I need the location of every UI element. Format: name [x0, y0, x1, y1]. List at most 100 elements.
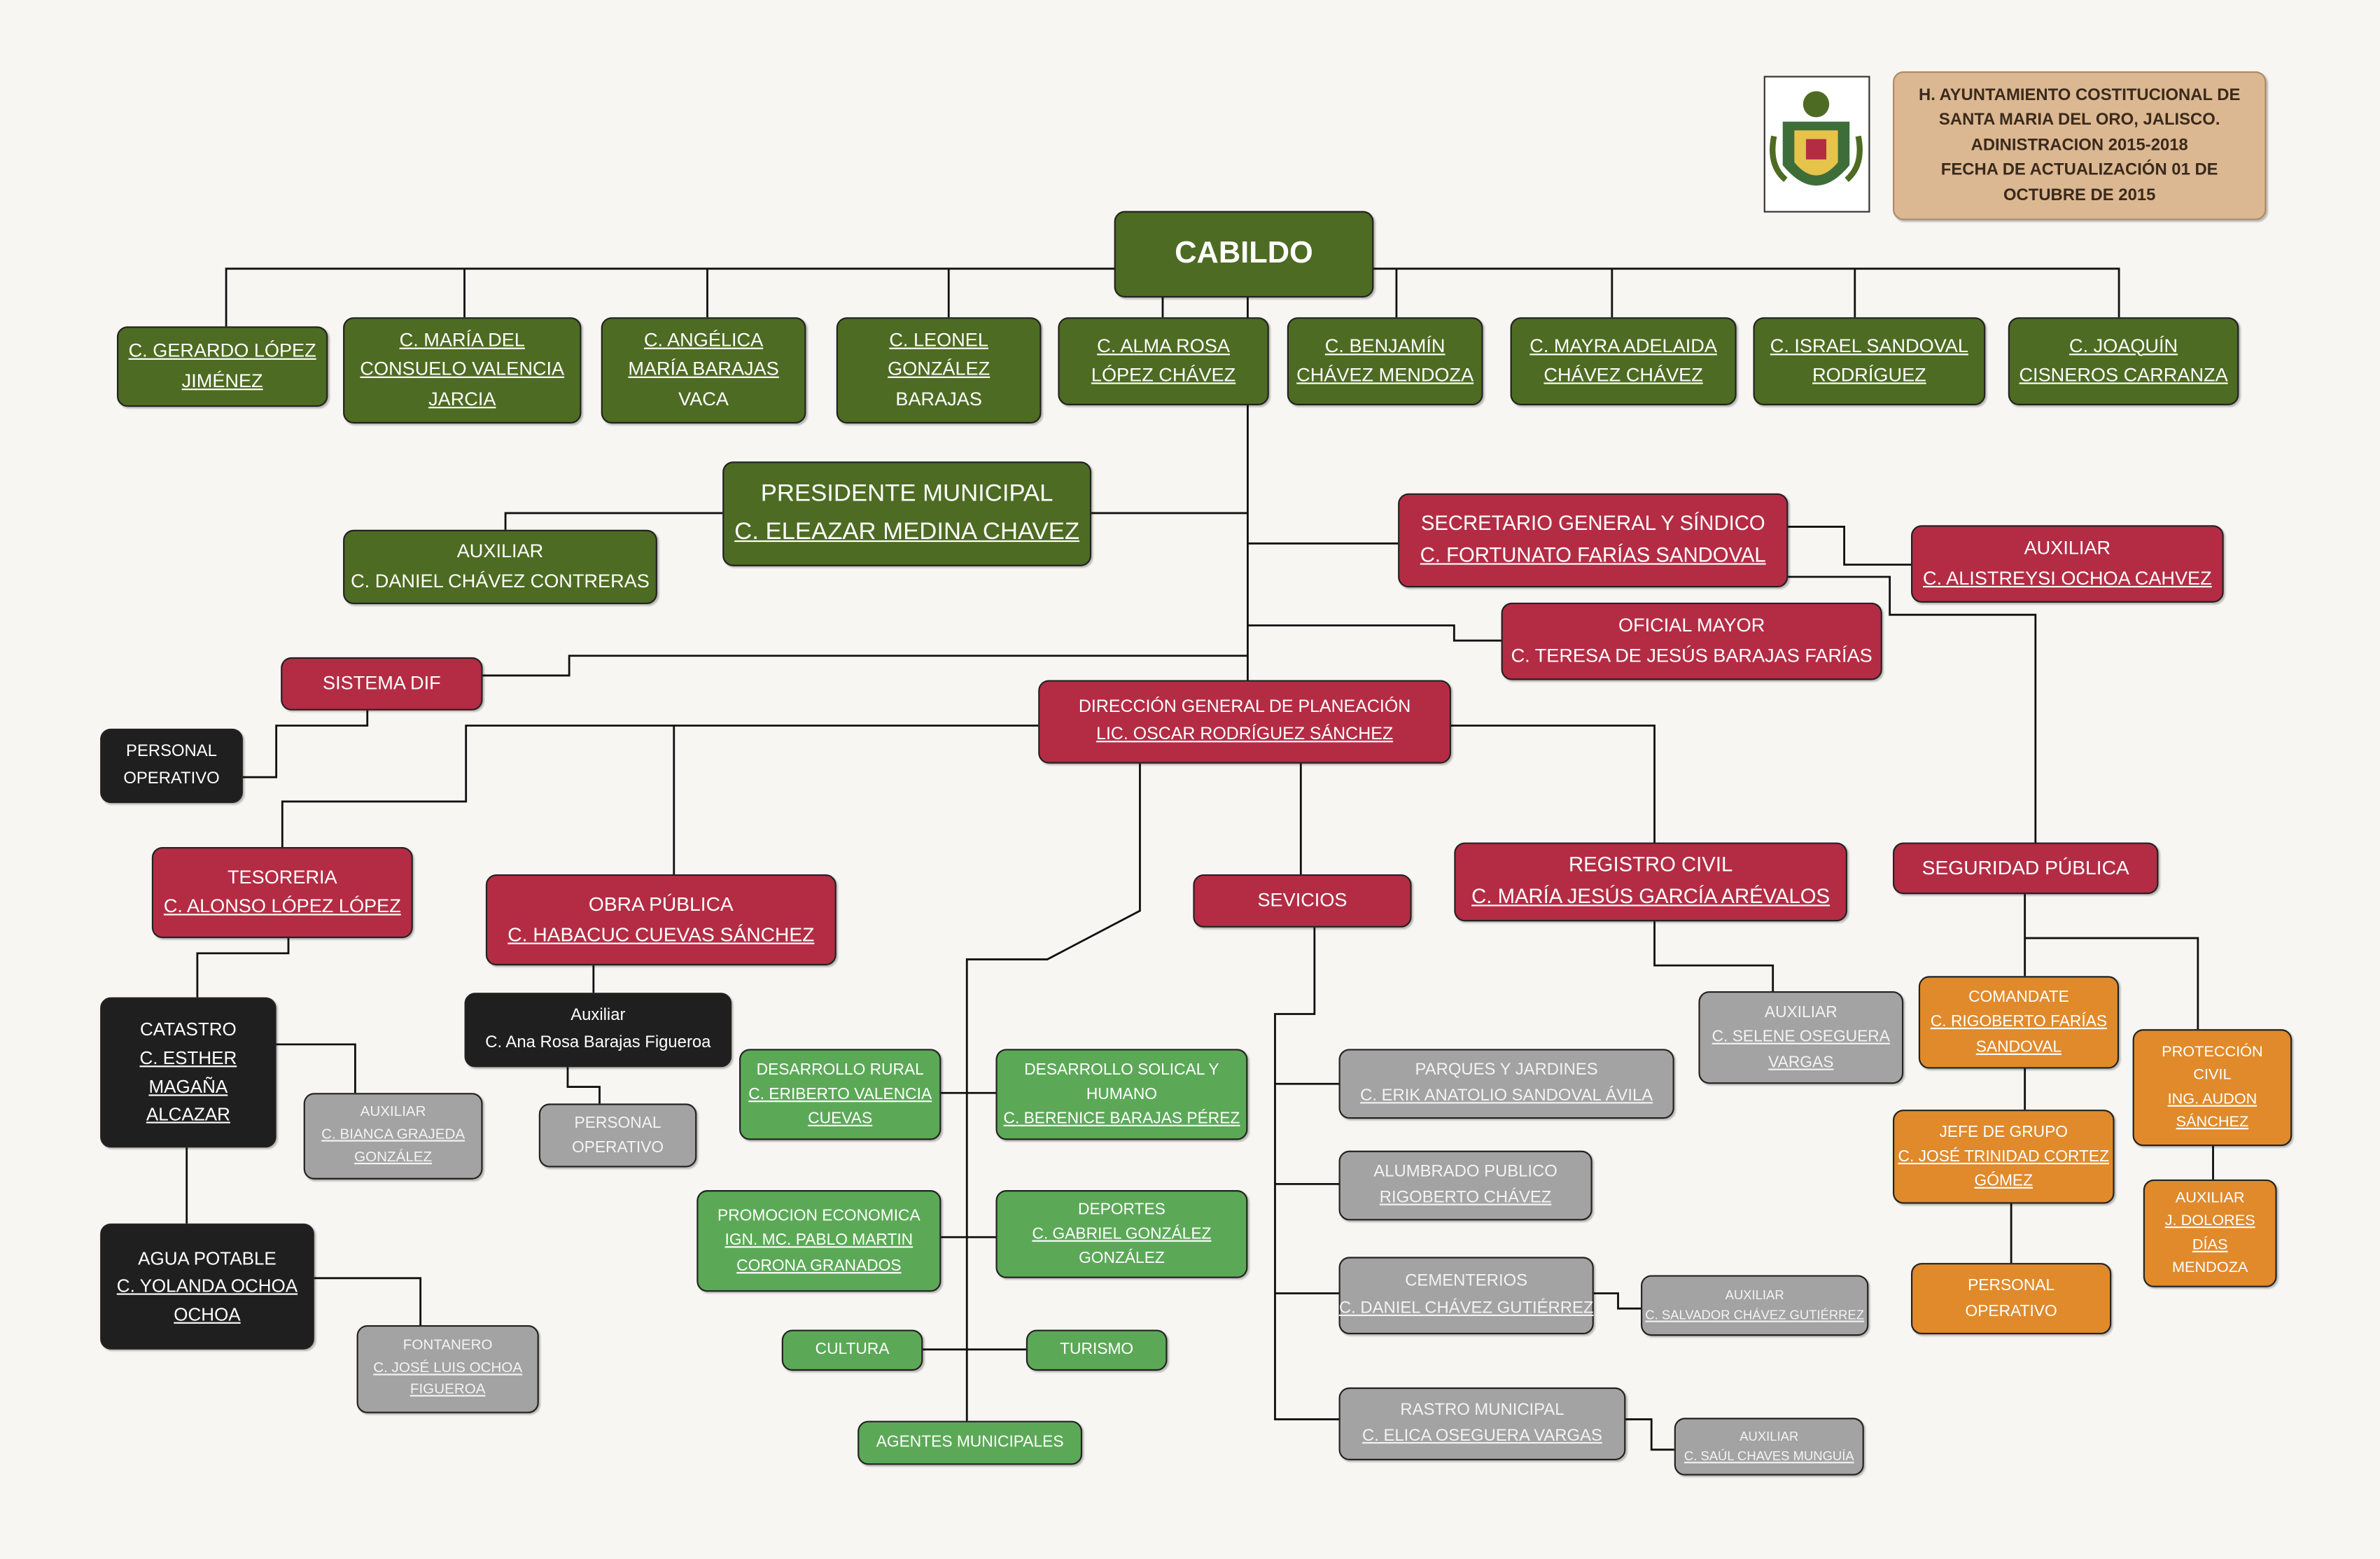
box-line: C. ELICA OSEGUERA VARGAS [1362, 1427, 1602, 1446]
box-title: PROMOCION ECONOMICA [718, 1207, 920, 1226]
box-title: C. LEONEL [889, 329, 988, 351]
box-line: IGN. MC. PABLO MARTIN [724, 1231, 913, 1250]
box-title: CABILDO [1175, 237, 1313, 270]
box-line: CISNEROS CARRANZA [2019, 364, 2228, 386]
box-line: C. SAÚL CHAVES MUNGUÍA [1684, 1448, 1854, 1464]
box-line: C. ELEAZAR MEDINA CHAVEZ [734, 518, 1080, 545]
box-title: OFICIAL MAYOR [1618, 615, 1765, 636]
box-line: C. JOSÉ LUIS OCHOA [373, 1359, 523, 1376]
box-line: ADINISTRACION 2015-2018 [1970, 136, 2188, 155]
box-title: AUXILIAR [1764, 1003, 1837, 1022]
servicios-box: SEVICIOS [1193, 874, 1412, 928]
box-title: CEMENTERIOS [1405, 1273, 1528, 1292]
box-title: H. AYUNTAMIENTO COSTITUCIONAL DE [1918, 86, 2241, 105]
box-line: OPERATIVO [571, 1138, 664, 1157]
box-line: VARGAS [1768, 1053, 1834, 1072]
box-line: C. SELENE OSEGUERA [1712, 1028, 1890, 1047]
sistema-dif-box: SISTEMA DIF [281, 657, 483, 711]
box-title: AUXILIAR [1725, 1287, 1784, 1303]
box-line: C. FORTUNATO FARÍAS SANDOVAL [1420, 543, 1766, 566]
box-title: C. JOAQUÍN [2069, 335, 2178, 356]
box-line: C. SALVADOR CHÁVEZ GUTIÉRREZ [1645, 1306, 1865, 1322]
box-line: OCTUBRE DE 2015 [2003, 186, 2156, 205]
rastro-municipal-box: RASTRO MUNICIPAL C. ELICA OSEGUERA VARGAS [1338, 1387, 1626, 1461]
box-title: SEGURIDAD PÚBLICA [1921, 855, 2129, 879]
box-line: CORONA GRANADOS [736, 1256, 902, 1275]
auxiliar-obra-box: Auxiliar C. Ana Rosa Barajas Figueroa [464, 993, 732, 1068]
agentes-municipales-box: AGENTES MUNICIPALES [858, 1420, 1083, 1465]
box-line: GONZÁLEZ [888, 358, 990, 380]
box-title: TURISMO [1060, 1341, 1134, 1359]
box-title: CULTURA [815, 1341, 890, 1359]
seguridad-publica-box: SEGURIDAD PÚBLICA [1892, 842, 2159, 895]
box-title: PERSONAL [126, 743, 217, 762]
box-line: CIVIL [2193, 1067, 2232, 1084]
box-title: AUXILIAR [1740, 1428, 1799, 1443]
box-line: CUEVAS [808, 1110, 873, 1128]
box-title: AUXILIAR [360, 1104, 426, 1121]
box-line: C. ESTHER [139, 1047, 237, 1069]
box-line: ING. AUDON [2167, 1090, 2258, 1107]
box-title: OBRA PÚBLICA [588, 892, 734, 916]
box-line: SANDOVAL [1975, 1037, 2062, 1056]
box-line: JIMÉNEZ [181, 370, 263, 391]
box-line: MARÍA BARAJAS [628, 358, 779, 380]
box-title: C. ANGÉLICA [643, 329, 764, 351]
box-title: C. MARÍA DEL [399, 329, 525, 351]
box-line: ALCAZAR [146, 1103, 230, 1125]
box-title: C. BENJAMÍN [1324, 335, 1446, 356]
box-line: MAGAÑA [148, 1075, 228, 1097]
box-line: C. RIGOBERTO FARÍAS [1930, 1013, 2108, 1032]
box-title: C. MAYRA ADELAIDA [1530, 335, 1717, 356]
box-title: SISTEMA DIF [322, 672, 441, 694]
box-line: FECHA DE ACTUALIZACIÓN 01 DE [1940, 161, 2218, 180]
box-line: GÓMEZ [1974, 1172, 2033, 1191]
box-title: AUXILIAR [2024, 537, 2111, 559]
box-line: C. YOLANDA OCHOA [116, 1275, 298, 1297]
promocion-economica-box: PROMOCION ECONOMICA IGN. MC. PABLO MARTIN… [696, 1190, 941, 1292]
turismo-box: TURISMO [1026, 1329, 1168, 1371]
box-line: C. BERENICE BARAJAS PÉREZ [1003, 1110, 1240, 1128]
box-title: C. GERARDO LÓPEZ [128, 340, 316, 362]
box-title: DIRECCIÓN GENERAL DE PLANEACIÓN [1078, 697, 1411, 716]
box-title: ALUMBRADO PUBLICO [1373, 1162, 1558, 1181]
box-title: REGISTRO CIVIL [1569, 853, 1733, 876]
regidor-box: C. JOAQUÍN CISNEROS CARRANZA [2008, 317, 2239, 405]
box-line: SANTA MARIA DEL ORO, JALISCO. [1938, 111, 2220, 130]
box-title: PARQUES Y JARDINES [1415, 1061, 1598, 1079]
box-line: GONZÁLEZ [1079, 1249, 1165, 1268]
box-line: C. Ana Rosa Barajas Figueroa [485, 1033, 711, 1051]
box-title: PERSONAL [1968, 1277, 2055, 1296]
header-info-box: H. AYUNTAMIENTO COSTITUCIONAL DE SANTA MA… [1892, 71, 2267, 221]
box-title: RASTRO MUNICIPAL [1400, 1401, 1564, 1420]
box-line: DÍAS [2192, 1236, 2228, 1254]
box-line: CHÁVEZ CHÁVEZ [1544, 364, 1703, 386]
auxiliar-cementerios-box: AUXILIAR C. SALVADOR CHÁVEZ GUTIÉRREZ [1641, 1275, 1869, 1336]
box-title: FONTANERO [402, 1337, 493, 1355]
box-title: Auxiliar [570, 1007, 626, 1026]
